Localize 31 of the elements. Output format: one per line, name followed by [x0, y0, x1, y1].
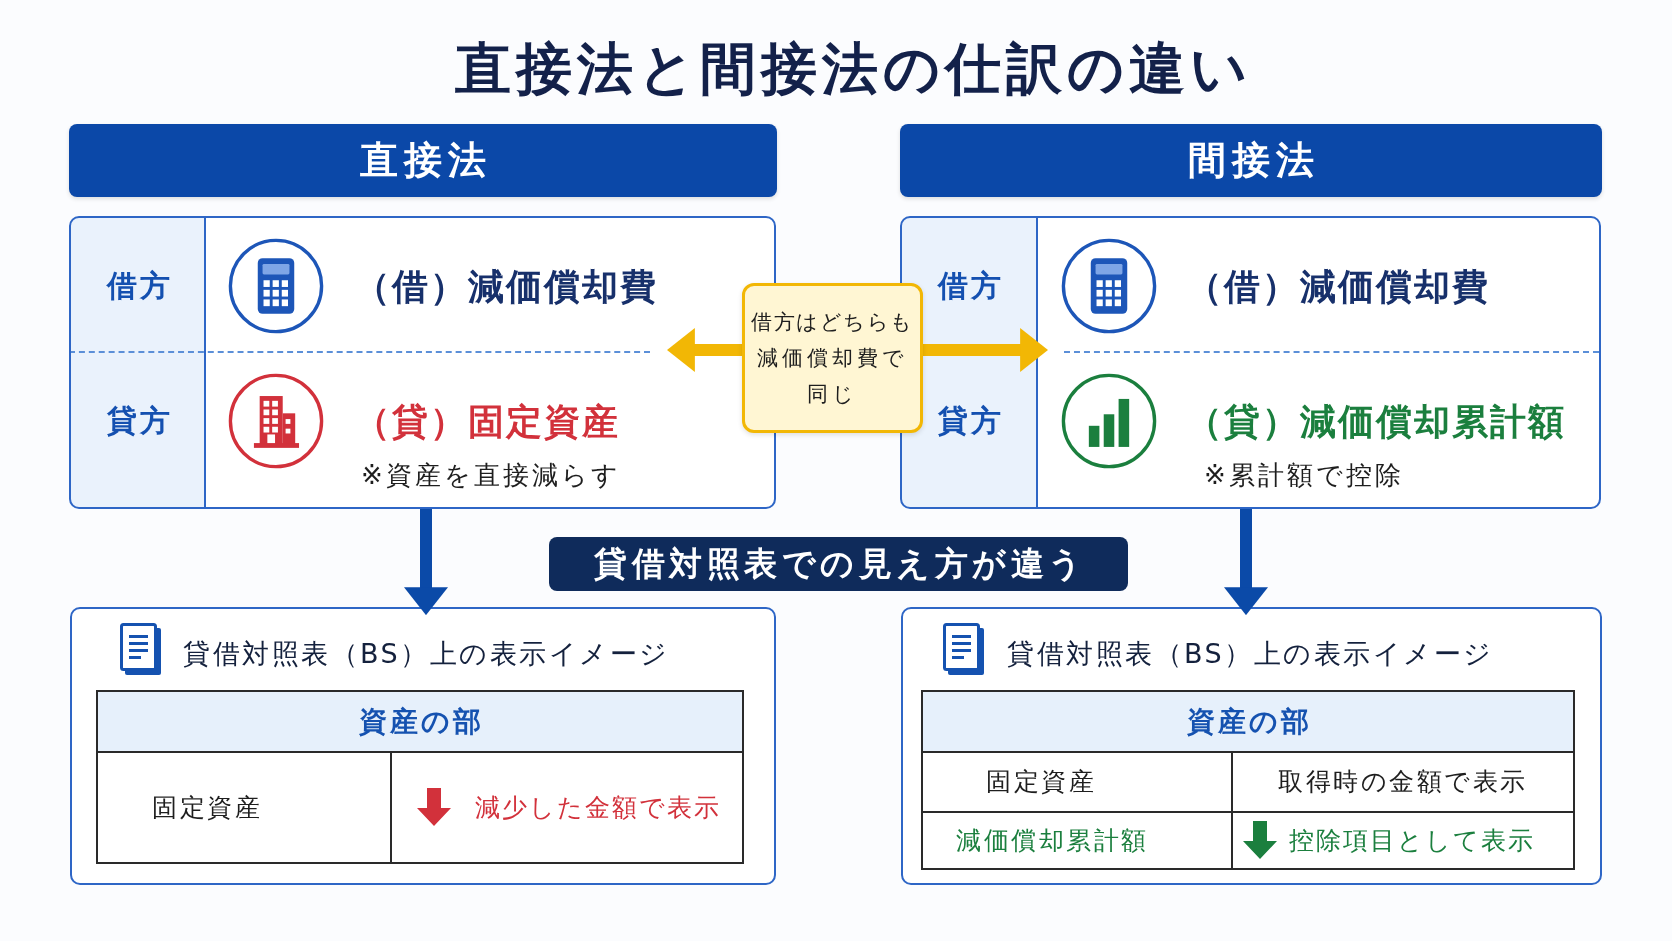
- cell-text: 控除項目として表示: [1289, 824, 1535, 857]
- section-header: 直接法: [69, 124, 777, 197]
- section-header: 間接法: [900, 124, 1602, 197]
- row-label: 借方: [934, 266, 1004, 306]
- info-panel: [70, 607, 776, 885]
- arrow: [1224, 509, 1268, 616]
- arrow: [923, 328, 1049, 372]
- banner: 貸借対照表での見え方が違う: [549, 537, 1128, 591]
- row-label: 借方: [103, 266, 173, 306]
- entry-text: （借）減価償却費: [354, 264, 658, 309]
- entry-text: （貸）減価償却累計額: [1186, 399, 1566, 444]
- callout-box: 借方はどちらも減価償却費で同じ: [742, 283, 923, 433]
- row-label: 貸方: [103, 401, 173, 441]
- table-cell: 固定資産: [96, 751, 392, 864]
- entry-text: （借）減価償却費: [1186, 264, 1490, 309]
- panel-heading: 貸借対照表（BS）上の表示イメージ: [1007, 636, 1494, 671]
- arrow: [666, 328, 742, 372]
- panel-heading: 貸借対照表（BS）上の表示イメージ: [183, 636, 670, 671]
- table-cell: [1231, 811, 1575, 870]
- arrow: [404, 509, 448, 616]
- table-cell: [390, 751, 744, 864]
- title: 直接法と間接法の仕訳の違い: [454, 35, 1252, 103]
- note-text: ※累計額で控除: [1204, 459, 1404, 492]
- row-label: 貸方: [934, 401, 1004, 441]
- cell-text: 減少した金額で表示: [475, 791, 721, 824]
- table-header: 資産の部: [96, 690, 744, 753]
- entry-text: （貸）固定資産: [354, 399, 620, 444]
- table-cell: 減価償却累計額: [921, 811, 1233, 870]
- table-header: 資産の部: [921, 690, 1575, 753]
- info-panel: [901, 607, 1602, 885]
- note-text: ※資産を直接減らす: [361, 459, 621, 492]
